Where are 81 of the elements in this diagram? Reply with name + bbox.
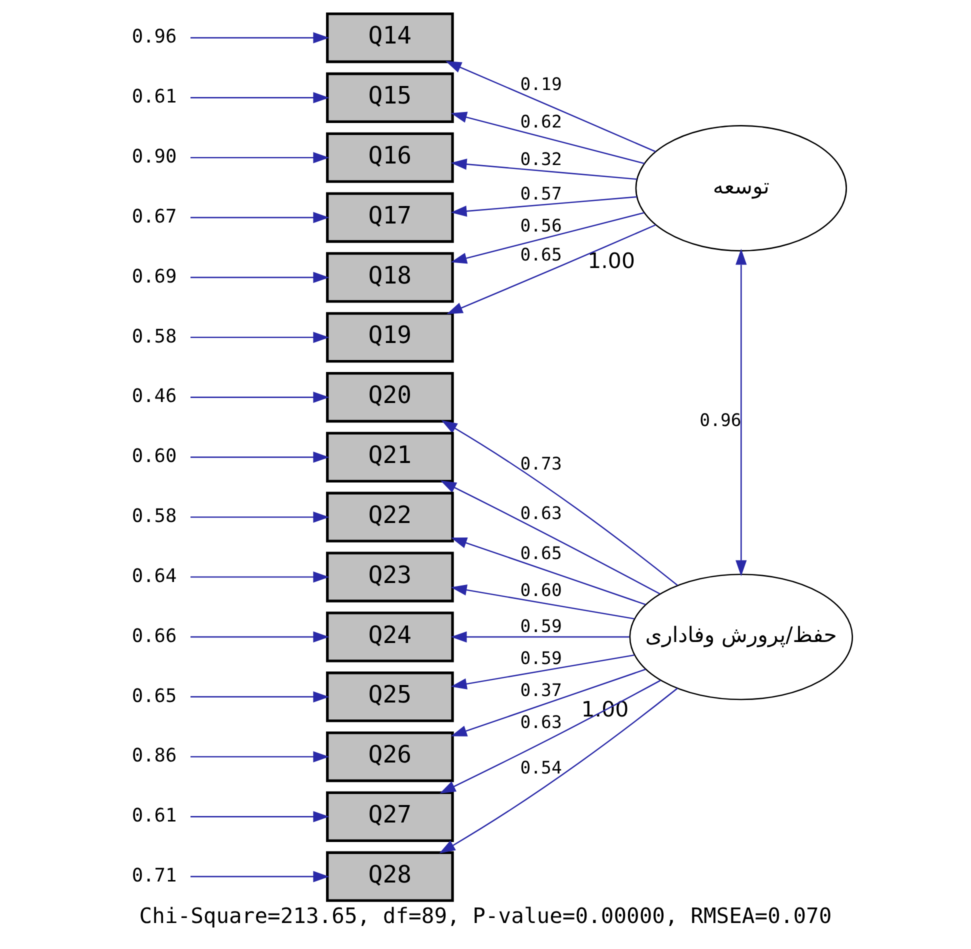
node-text: 0.64 [132,566,177,587]
edge-label: 0.62 [520,112,562,133]
node-text: 0.71 [132,866,177,887]
arrow [450,631,630,643]
node-text: 0.86 [132,746,177,767]
arrow [450,212,644,264]
node-box: Q23 [326,552,454,602]
edge-label: 0.57 [520,184,562,204]
node-text: 0.96 [132,26,177,48]
edge-label: 0.37 [520,681,562,702]
edge-label: 0.96 [700,410,742,431]
node-text: 0.60 [132,446,177,468]
arrow [446,224,656,314]
arrow [439,688,678,854]
arrow [450,654,634,690]
arrow [190,272,330,284]
edge-label: 0.56 [520,216,562,236]
arrow [441,420,678,586]
node-text: 0.46 [132,386,177,408]
node-box: Q25 [326,672,454,722]
arrow [190,452,330,463]
arrow [450,538,646,606]
node-text: 0.61 [132,86,177,108]
node-text: 0.66 [132,626,177,647]
arrow [190,152,330,164]
arrow [450,668,646,736]
node-box: Q21 [326,432,454,482]
arrow [450,584,634,620]
edge-label: 0.59 [520,617,562,638]
arrow [190,212,330,224]
node-box: Q20 [326,372,454,423]
arrow [190,392,330,403]
node-ellipse: حفظ/پرورش وفاداری [629,574,854,700]
arrow [190,332,330,343]
node-box: Q15 [326,72,454,123]
node-text: 0.58 [132,326,177,348]
node-box: Q18 [326,252,454,303]
node-box: Q22 [326,492,454,542]
node-box: Q17 [326,192,454,243]
arrow [190,691,330,702]
node-text: 0.90 [132,146,177,168]
arrow [190,811,330,822]
arrow [190,571,330,583]
edge-label: 0.32 [520,150,562,170]
node-box: Q28 [326,851,454,902]
node-text: 0.61 [132,806,177,827]
edge-label: 0.19 [520,75,562,96]
node-text: 0.67 [132,206,177,228]
node-label: 1.00 [588,248,636,274]
arrow [440,680,661,794]
node-box: Q19 [326,312,454,363]
node-ellipse: توسعه [635,125,847,252]
node-box: Q26 [326,731,454,782]
arrow [445,61,656,152]
node-box: Q24 [326,612,454,662]
edge-label: 0.65 [520,544,562,564]
node-box: Q14 [326,12,454,64]
edge-label: 0.65 [520,246,562,266]
arrow [440,480,660,594]
arrow [190,751,330,762]
arrow [190,92,330,104]
arrow [450,196,637,217]
arrow [190,631,330,643]
edge-label: 0.54 [520,758,562,778]
arrow [190,512,330,523]
edge-label: 0.60 [520,581,562,602]
edge-label: 0.63 [520,504,562,524]
arrow [736,248,747,576]
arrow [450,158,637,180]
node-text: 0.69 [132,266,177,288]
node-text: 0.65 [132,686,177,707]
node-box: Q16 [326,132,454,183]
node-box: Q27 [326,791,454,842]
node-text: 0.58 [132,506,177,528]
edge-label: 0.73 [520,454,562,475]
edge-label: 0.59 [520,649,562,670]
arrow [450,112,645,164]
arrow [190,32,330,44]
edge-label: 0.63 [520,713,562,734]
arrow [190,871,330,882]
caption: Chi-Square=213.65, df=89, P-value=0.00000, RMSEA=0.070 [139,904,832,929]
